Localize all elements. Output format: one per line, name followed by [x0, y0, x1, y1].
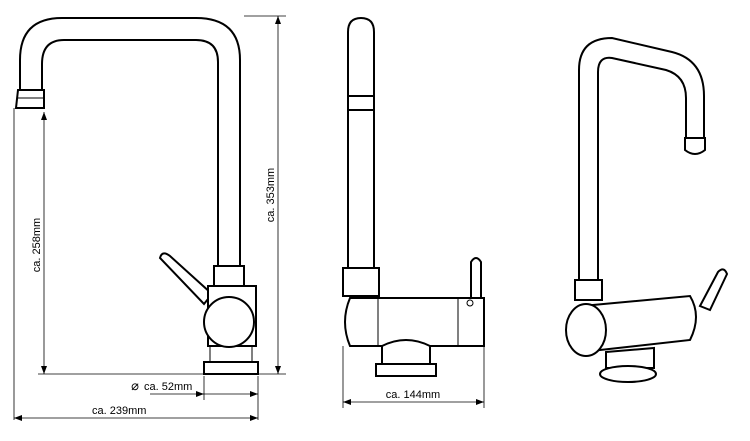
front-view: [14, 17, 259, 375]
front-body-disc: [203, 296, 255, 348]
perspective-body: [581, 294, 697, 354]
side-lever: [470, 257, 482, 299]
side-stem: [381, 339, 431, 365]
side-base: [375, 363, 437, 377]
side-dimensions: [342, 346, 485, 408]
front-lever: [158, 252, 214, 306]
side-collar: [342, 267, 380, 297]
perspective-collar: [574, 279, 603, 301]
diameter-symbol: ⌀: [131, 378, 139, 393]
perspective-spout: [578, 36, 705, 283]
side-body: [344, 297, 485, 347]
perspective-spout-tip: [684, 137, 706, 155]
total-width-label: ca. 239mm: [92, 405, 146, 417]
total-height-label: ca. 353mm: [265, 168, 277, 222]
side-depth-label: ca. 144mm: [386, 389, 440, 401]
perspective-view: [565, 36, 729, 383]
front-spout-tip: [14, 89, 45, 109]
front-collar: [213, 265, 245, 287]
side-spout: [347, 16, 375, 271]
front-dimensions: [13, 15, 286, 421]
side-view: [342, 16, 485, 377]
front-base: [203, 361, 259, 375]
perspective-base: [599, 365, 657, 383]
base-diameter-label: ca. 52mm: [144, 381, 192, 393]
front-spout: [19, 17, 241, 269]
perspective-body-cap: [565, 303, 607, 357]
perspective-lever: [698, 268, 729, 312]
spout-height-label: ca. 258mm: [31, 218, 43, 272]
perspective-stem: [605, 346, 655, 369]
